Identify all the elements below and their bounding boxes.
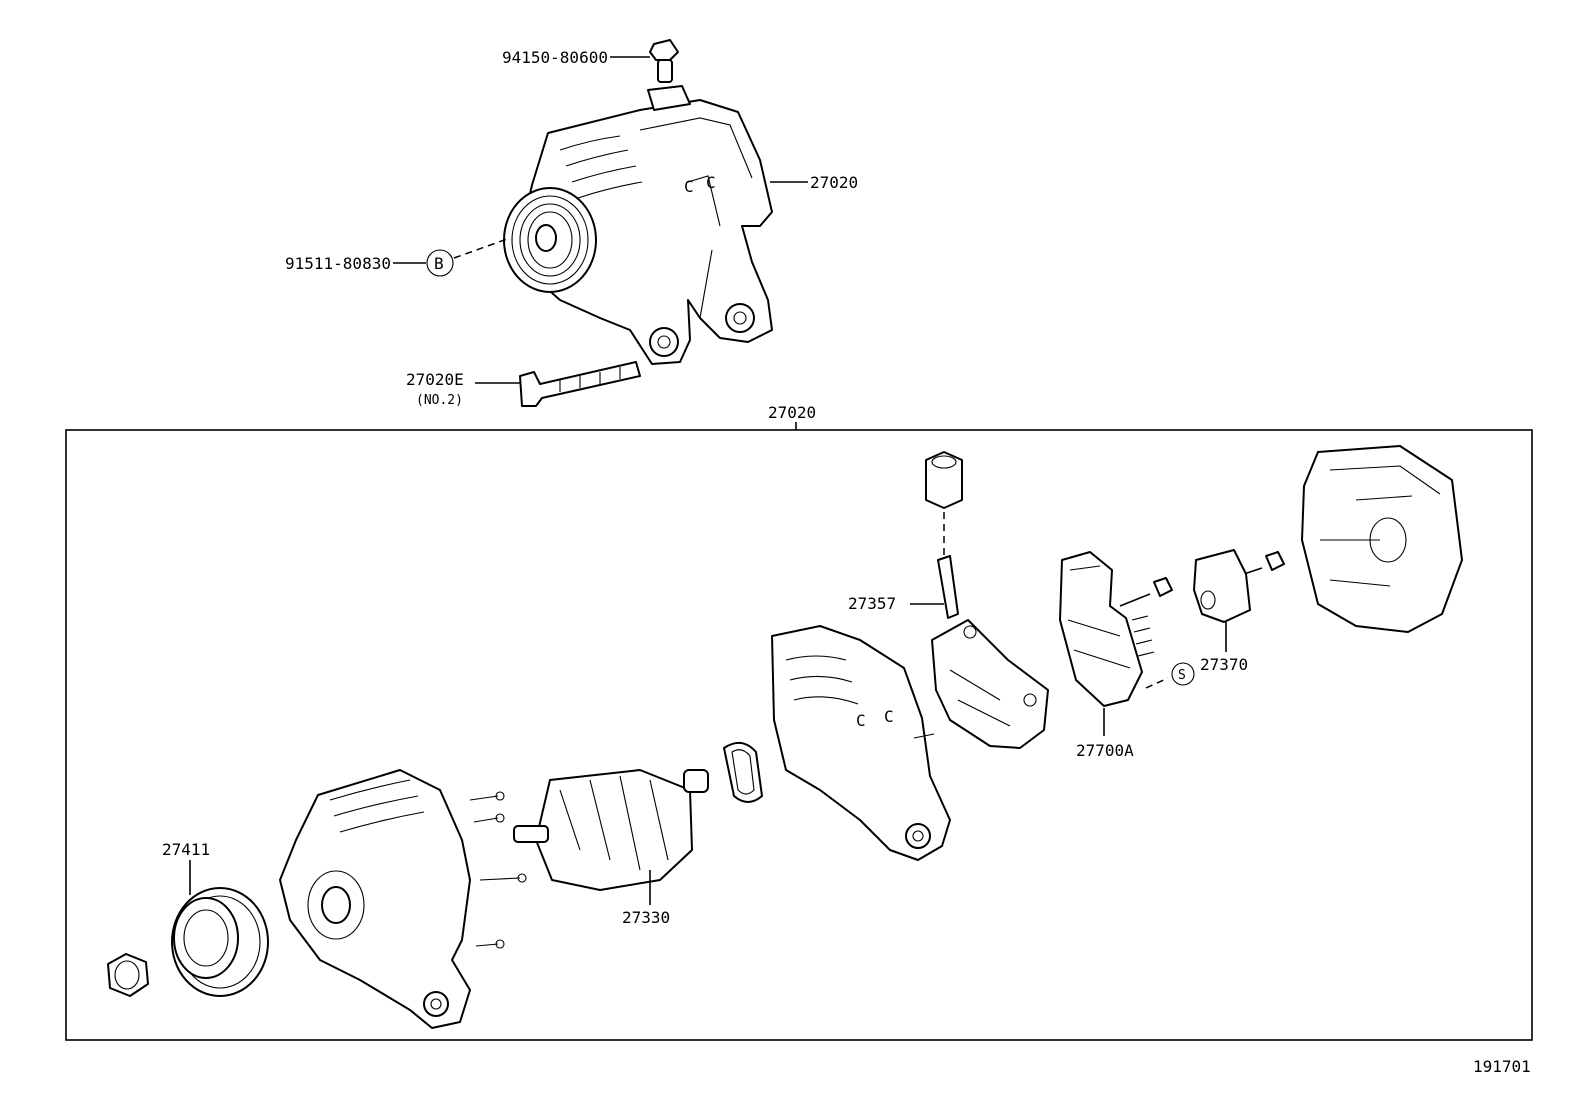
top-nut-94150-80600[interactable] xyxy=(649,39,679,61)
svg-text:C: C xyxy=(856,711,866,730)
label-91511-80830: 91511-80830 xyxy=(285,254,391,273)
diagram-id: 191701 xyxy=(1473,1057,1531,1076)
terminal-insulator[interactable] xyxy=(925,451,963,509)
exploded-view-frame xyxy=(65,429,1533,1041)
drive-end-frame[interactable] xyxy=(279,769,527,1029)
svg-text:C: C xyxy=(706,173,716,192)
label-94150-80600: 94150-80600 xyxy=(502,48,608,67)
brush-holder-27370[interactable] xyxy=(1193,549,1251,623)
pulley-nut[interactable] xyxy=(107,953,149,997)
label-27357: 27357 xyxy=(848,594,896,613)
circle-mark-b: B xyxy=(426,249,454,277)
svg-text:C: C xyxy=(684,177,694,196)
bolt-27020e[interactable] xyxy=(519,361,641,407)
svg-text:C: C xyxy=(884,707,894,726)
rear-end-cover[interactable] xyxy=(1301,445,1463,633)
label-27370: 27370 xyxy=(1200,655,1248,674)
alternator-assembly[interactable]: C C xyxy=(503,59,773,365)
label-27020-box: 27020 xyxy=(768,403,816,422)
circle-mark-s: S xyxy=(1171,662,1195,686)
svg-text:B: B xyxy=(434,254,444,273)
rotor-27330[interactable] xyxy=(513,769,709,891)
regulator-screw[interactable] xyxy=(1119,577,1173,607)
pulley-27411[interactable] xyxy=(171,887,269,997)
seal-ring[interactable] xyxy=(723,741,763,803)
top-leaders xyxy=(393,56,808,384)
label-27700a: 27700A xyxy=(1076,741,1134,760)
s-dash-line xyxy=(1145,677,1169,689)
label-27330: 27330 xyxy=(622,908,670,927)
svg-text:S: S xyxy=(1178,668,1186,683)
rectifier-holder-27357[interactable] xyxy=(931,555,1049,749)
label-27020e: 27020E xyxy=(406,370,464,389)
rectifier-end-frame[interactable]: C C xyxy=(771,625,951,861)
label-27020e-note: (NO.2) xyxy=(416,393,463,408)
label-27411: 27411 xyxy=(162,840,210,859)
label-27020-top: 27020 xyxy=(810,173,858,192)
regulator-27700a[interactable] xyxy=(1059,551,1155,707)
brush-holder-screw[interactable] xyxy=(1243,551,1285,575)
